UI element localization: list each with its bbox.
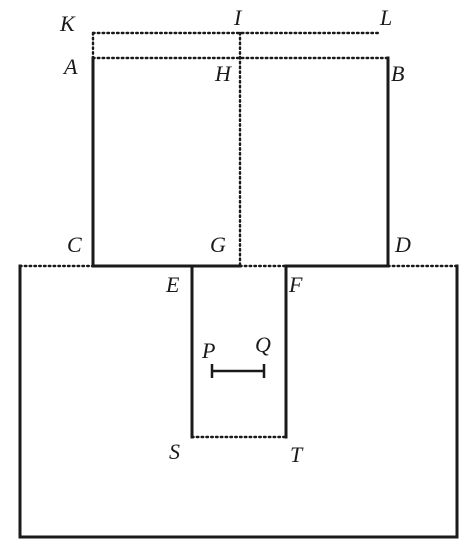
label-f: F (288, 272, 303, 297)
label-g: G (210, 232, 226, 257)
label-k: K (59, 11, 76, 36)
label-a: A (62, 54, 78, 79)
label-s: S (169, 439, 180, 464)
label-q: Q (255, 332, 271, 357)
label-p: P (201, 338, 215, 363)
label-t: T (290, 442, 304, 467)
label-h: H (214, 61, 232, 86)
label-c: C (67, 232, 82, 257)
label-e: E (165, 272, 180, 297)
label-d: D (394, 232, 411, 257)
label-i: I (233, 5, 243, 30)
label-b: B (391, 61, 404, 86)
label-l: L (379, 5, 392, 30)
